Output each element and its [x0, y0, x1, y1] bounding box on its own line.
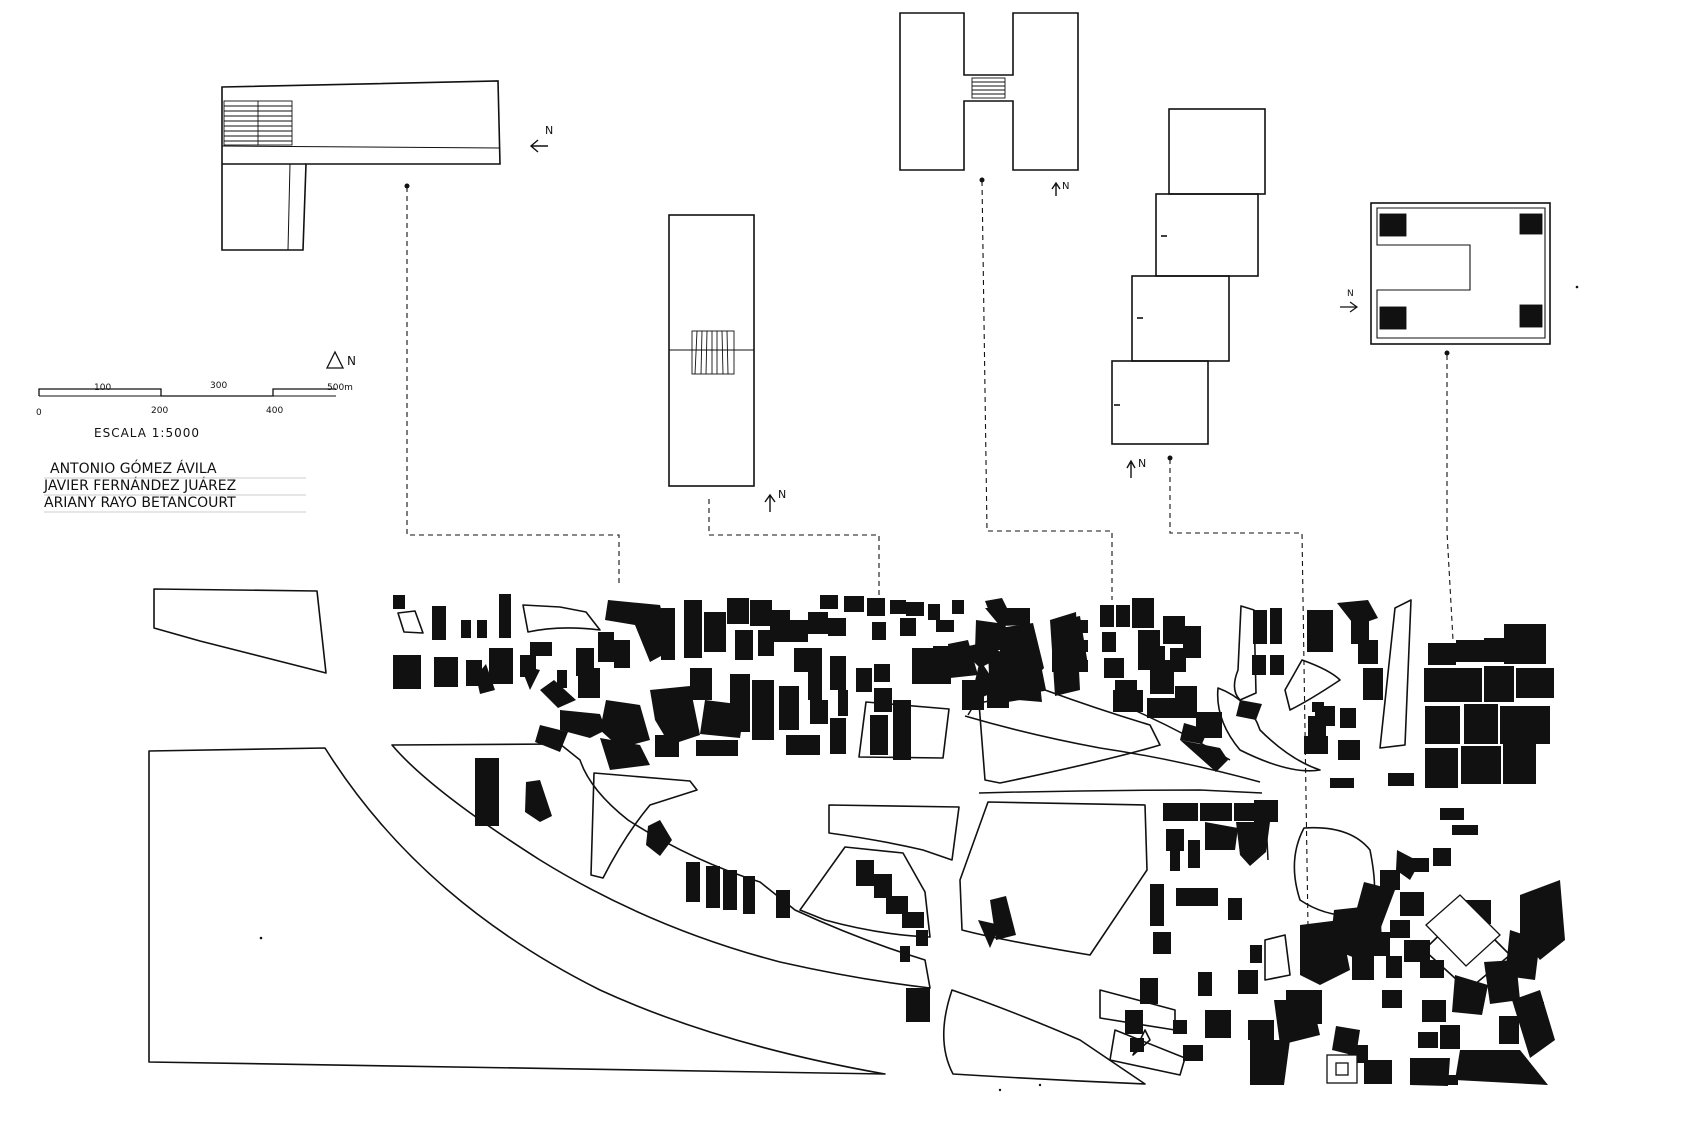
scale-tick-0: 0	[36, 408, 42, 418]
building-plan-slab	[668, 214, 755, 487]
stair-hatch-icon	[1379, 213, 1543, 330]
building-plan-u-shape	[1370, 202, 1551, 345]
stray-marks	[259, 285, 1579, 1092]
north-label: N	[1062, 181, 1069, 192]
stair-hatch-icon	[691, 330, 735, 375]
scale-tick-500m: 500m	[327, 383, 353, 393]
north-arrow-icon: N	[764, 488, 786, 512]
author-name: ARIANY RAYO BETANCOURT	[44, 495, 236, 511]
scale-tick-400: 400	[266, 406, 283, 416]
scale-bar: 100 300 500m 0 200 400 ESCALA 1:5000	[36, 381, 353, 440]
north-arrow-icon: N	[1340, 289, 1359, 313]
building-plan-h-shape	[899, 12, 1079, 171]
building-plan-staggered	[1111, 108, 1266, 445]
north-triangle-icon: N	[325, 350, 356, 369]
scale-tick-200: 200	[151, 406, 168, 416]
north-label: N	[347, 354, 356, 368]
stair-hatch-icon	[971, 77, 1006, 99]
north-arrow-icon: N	[1051, 181, 1069, 196]
building-footprints	[393, 594, 1565, 1086]
stair-hatch-icon	[223, 100, 293, 146]
leader-lines	[406, 180, 1454, 928]
scale-tick-100: 100	[94, 383, 111, 393]
north-arrow-icon: N	[1126, 457, 1146, 478]
author-name: ANTONIO GÓMEZ ÁVILA	[50, 459, 217, 477]
building-plan-t-shape	[221, 80, 501, 251]
scale-tick-300: 300	[210, 381, 227, 391]
scale-label: ESCALA 1:5000	[94, 426, 200, 440]
courtyard-outlines	[1326, 894, 1501, 1084]
north-label: N	[1138, 457, 1146, 470]
north-label: N	[545, 124, 553, 137]
author-name: JAVIER FERNÁNDEZ JUÁREZ	[43, 477, 236, 494]
leader-dots	[404, 177, 1450, 461]
north-arrow-icon: N	[529, 124, 553, 153]
north-label: N	[778, 488, 786, 501]
authors-block: ANTONIO GÓMEZ ÁVILA JAVIER FERNÁNDEZ JUÁ…	[43, 459, 306, 513]
north-label: N	[1347, 289, 1354, 299]
